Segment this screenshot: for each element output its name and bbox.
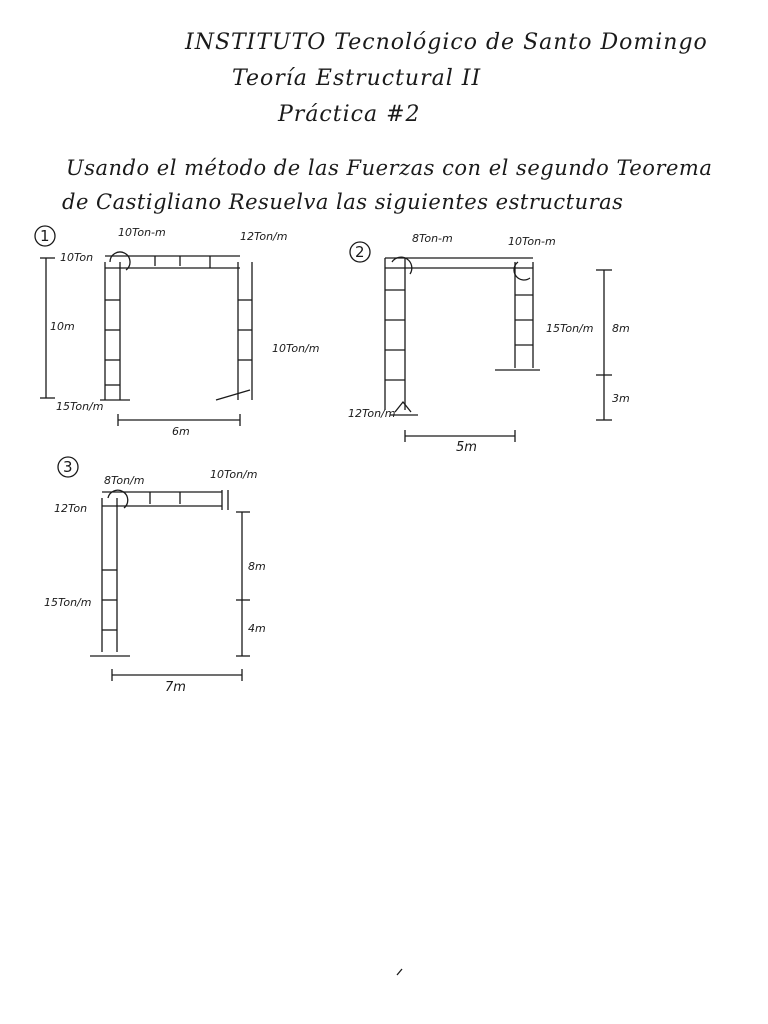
frame-3 [57, 456, 250, 681]
frame-2 [349, 241, 612, 442]
p1-span-label: 6m [172, 425, 190, 438]
instruction-line-2: de Castigliano Resuelva las siguientes e… [62, 190, 624, 214]
practice-title: Práctica #2 [278, 102, 421, 127]
p3-distributed-top-right-label: 10Ton/m [210, 468, 258, 481]
institute-title: INSTITUTO Tecnológico de Santo Domingo [185, 30, 708, 55]
p3-distributed-top-left-label: 8Ton/m [104, 474, 145, 487]
problem-3-number: 3 [63, 458, 73, 476]
p1-distributed-left-label: 15Ton/m [56, 400, 104, 413]
instruction-line-1: Usando el método de las Fuerzas con el s… [66, 156, 713, 180]
p2-moment-right-label: 10Ton-m [508, 235, 556, 248]
problem-2-number: 2 [355, 243, 365, 261]
problem-2-circle [349, 241, 371, 263]
stray-mark [396, 968, 403, 976]
p2-distributed-right-label: 15Ton/m [546, 322, 594, 335]
p1-height-label: 10m [50, 320, 75, 333]
course-title: Teoría Estructural II [232, 66, 482, 91]
p1-distributed-top-label: 12Ton/m [240, 230, 288, 243]
p1-distributed-right-label: 10Ton/m [272, 342, 320, 355]
p3-point-load-label: 12Ton [54, 502, 88, 515]
frame-1 [34, 225, 253, 426]
p2-height-lower-label: 3m [612, 392, 630, 405]
p2-height-upper-label: 8m [612, 322, 630, 335]
p3-height-lower-label: 4m [248, 622, 266, 635]
p2-span-label: 5m [456, 440, 477, 455]
p1-point-load-label: 10Ton [60, 251, 94, 264]
p3-span-label: 7m [165, 680, 186, 695]
p2-distributed-left-label: 12Ton/m [348, 407, 396, 420]
p2-moment-left-label: 8Ton-m [412, 232, 453, 245]
problem-1-number: 1 [40, 227, 50, 245]
problem-3-circle [57, 456, 79, 478]
p3-distributed-left-label: 15Ton/m [44, 596, 92, 609]
p3-height-upper-label: 8m [248, 560, 266, 573]
problem-1-circle [34, 225, 56, 247]
p1-moment-label: 10Ton-m [118, 226, 166, 239]
